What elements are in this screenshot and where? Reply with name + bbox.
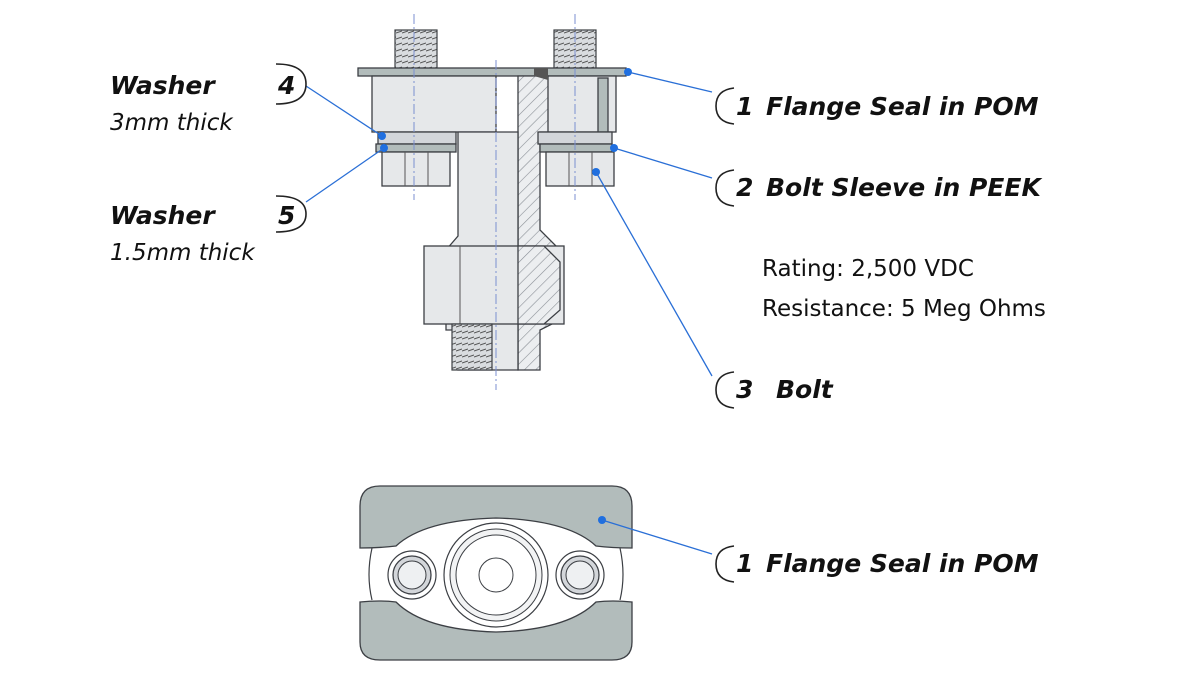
callout-3-label: Bolt <box>776 375 834 404</box>
callout-1-top-label: Flange Seal in POM <box>766 92 1039 121</box>
callout-2-label: Bolt Sleeve in PEEK <box>766 173 1042 202</box>
callout-2-number: 2 <box>736 173 753 202</box>
left-hex-nut <box>381 151 451 187</box>
central-pipe-bore <box>478 557 514 593</box>
callout-5-title: Washer <box>110 201 216 230</box>
bracket-2 <box>715 169 735 207</box>
spec-resistance: Resistance: 5 Meg Ohms <box>762 296 1046 322</box>
flange-seal-plate <box>357 67 627 77</box>
washer-3mm-shape <box>377 131 457 145</box>
seal-ring <box>534 68 548 80</box>
callout-4-subtitle: 3mm thick <box>110 110 234 136</box>
left-stud-thread <box>394 29 438 75</box>
coupling-hex-hatch <box>517 245 561 325</box>
bottom-thread <box>451 323 493 371</box>
callout-5-number: 5 <box>278 201 295 230</box>
flange-seal-plan-lower <box>359 600 633 661</box>
callout-5-subtitle: 1.5mm thick <box>110 240 256 266</box>
callout-1-top-number: 1 <box>736 92 753 121</box>
callout-4-title: Washer <box>110 71 216 100</box>
bracket-1-top <box>715 87 735 125</box>
bolt-sleeve <box>597 77 609 133</box>
plan-view <box>359 485 633 661</box>
right-hex-nut <box>545 151 615 187</box>
callout-1-bottom-number: 1 <box>736 549 753 578</box>
callout-4-number: 4 <box>277 71 295 100</box>
leader-lines <box>305 68 713 555</box>
bracket-1-bottom <box>715 545 735 583</box>
spec-rating: Rating: 2,500 VDC <box>762 256 974 282</box>
bracket-5 <box>275 195 307 233</box>
washer-1-5mm-right-shape <box>539 143 613 153</box>
section-view <box>357 14 627 390</box>
bracket-4 <box>275 63 307 105</box>
callout-1-bottom-label: Flange Seal in POM <box>766 549 1039 578</box>
callout-3-number: 3 <box>736 375 753 404</box>
flange-seal-plan-upper <box>359 485 633 549</box>
upper-flange-left <box>371 75 497 133</box>
bracket-3 <box>715 371 735 409</box>
